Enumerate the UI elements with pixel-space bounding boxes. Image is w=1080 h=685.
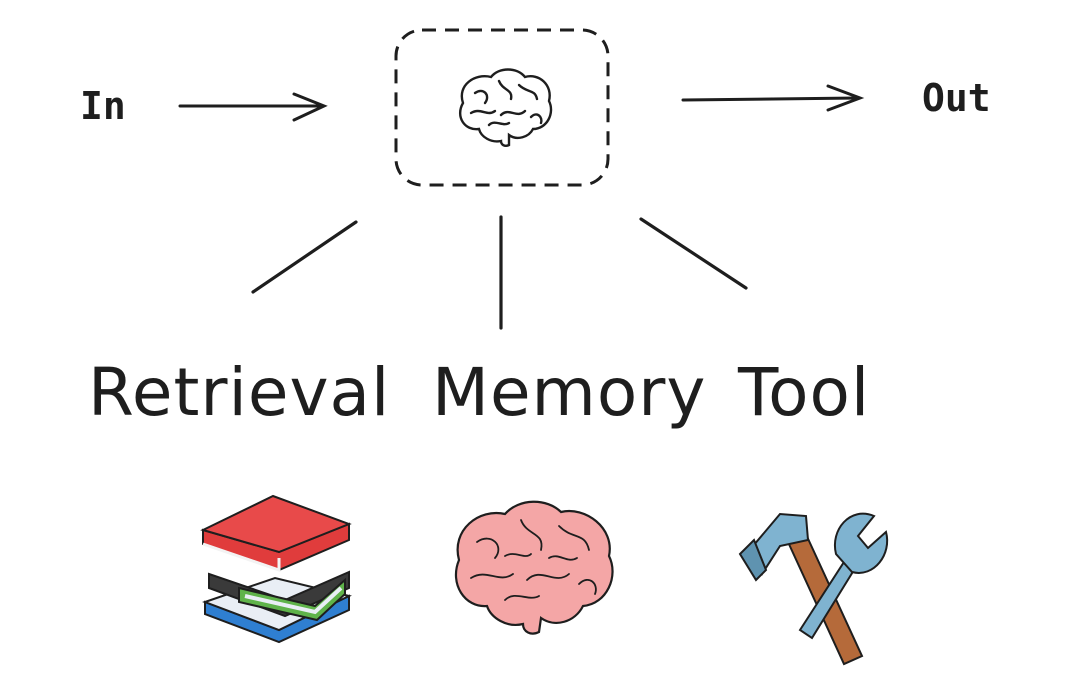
input-arrow: [178, 92, 328, 122]
input-label: In: [80, 84, 126, 128]
brain-icon: [454, 500, 614, 635]
output-arrow: [681, 84, 865, 112]
component-label-tool: Tool: [738, 354, 871, 431]
component-label-retrieval: Retrieval: [88, 354, 391, 431]
brain-outline-icon: [458, 68, 553, 147]
llm-box: [394, 28, 610, 187]
hammer-wrench-icon: [738, 512, 889, 666]
connector-retrieval: [251, 220, 358, 294]
output-label: Out: [922, 76, 991, 120]
component-label-memory: Memory: [432, 354, 707, 431]
connector-tool: [639, 217, 748, 290]
books-icon: [200, 494, 352, 644]
